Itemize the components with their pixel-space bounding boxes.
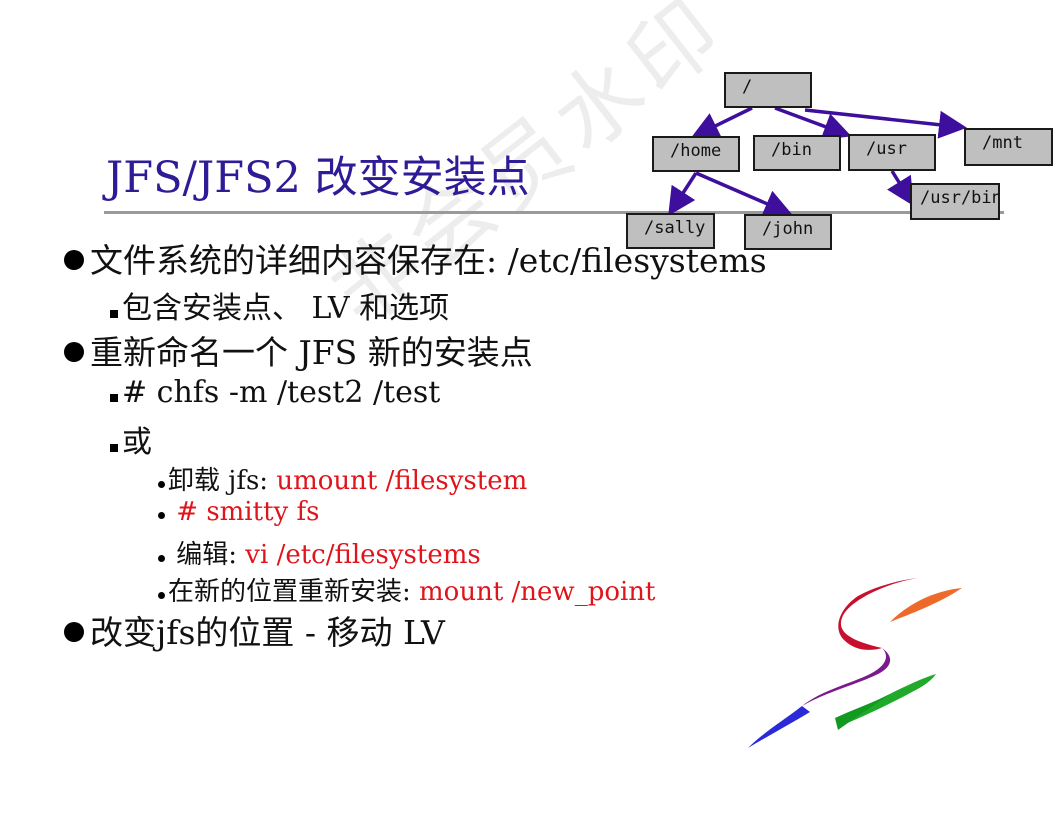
bullet-3: 改变jfs的位置 - 移动 LV [64, 606, 445, 654]
tree-node-john: /john [744, 214, 832, 250]
arrow-root-to-home [690, 106, 753, 139]
bullet-dot-icon [64, 250, 84, 270]
step-remount: 在新的位置重新安装: mount /new_point [158, 571, 656, 608]
step-smitty-command: # smitty fs [168, 497, 320, 527]
bullet-2-sub-1: # chfs -m /test2 /test [110, 375, 440, 410]
bullet-square-icon [110, 394, 118, 402]
arrow-home-to-john [695, 171, 793, 217]
step-edit-command: vi /etc/filesystems [245, 540, 481, 570]
bullet-small-dot-icon [158, 555, 165, 562]
bullet-1-sub-text: 包含安装点、 LV 和选项 [122, 291, 450, 326]
bullet-2: 重新命名一个 JFS 新的安装点 [64, 326, 533, 374]
tree-node-bin: /bin [753, 135, 841, 171]
tree-node-home: /home [652, 136, 740, 172]
tree-node-usr: /usr [848, 134, 936, 171]
bullet-small-dot-icon [158, 481, 165, 488]
arrow-home-to-sally [668, 172, 698, 216]
step-unmount-label: 卸载 jfs: [168, 466, 277, 496]
arrow-root-to-mnt [804, 108, 967, 139]
tree-node-mnt: /mnt [964, 128, 1053, 166]
bullet-small-dot-icon [158, 592, 165, 599]
arrow-root-to-usr [774, 106, 852, 140]
tree-node-sally: /sally [626, 213, 715, 249]
bullet-2-sub-2-text: 或 [122, 425, 152, 460]
arrow-usr-to-usrbin [887, 170, 914, 206]
step-unmount-command: umount /filesystem [276, 466, 528, 496]
slide-title: JFS/JFS2 改变安装点 [106, 153, 530, 203]
step-remount-label: 在新的位置重新安装: [168, 577, 420, 607]
bullet-square-icon [110, 444, 118, 452]
tree-node-usr-bin: /usr/bin [910, 183, 1000, 220]
step-smitty: # smitty fs [158, 497, 319, 527]
bullet-1-sub: 包含安装点、 LV 和选项 [110, 283, 449, 327]
bullet-2-sub-2: 或 [110, 417, 152, 461]
colorful-s-logo-icon [748, 578, 962, 748]
step-edit: 编辑: vi /etc/filesystems [158, 534, 481, 571]
title-divider [104, 211, 1004, 214]
step-unmount: 卸载 jfs: umount /filesystem [158, 460, 527, 497]
step-edit-label: 编辑: [168, 540, 246, 570]
bullet-2-sub-1-text: # chfs -m /test2 /test [122, 375, 441, 410]
tree-node-root: / [724, 72, 812, 108]
bullet-2-text: 重新命名一个 JFS 新的安装点 [90, 333, 533, 372]
step-remount-command: mount /new_point [419, 577, 656, 607]
bullet-3-text: 改变jfs的位置 - 移动 LV [90, 613, 445, 652]
bullet-small-dot-icon [158, 512, 165, 519]
bullet-dot-icon [64, 342, 84, 362]
bullet-square-icon [110, 310, 118, 318]
bullet-dot-icon [64, 622, 84, 642]
